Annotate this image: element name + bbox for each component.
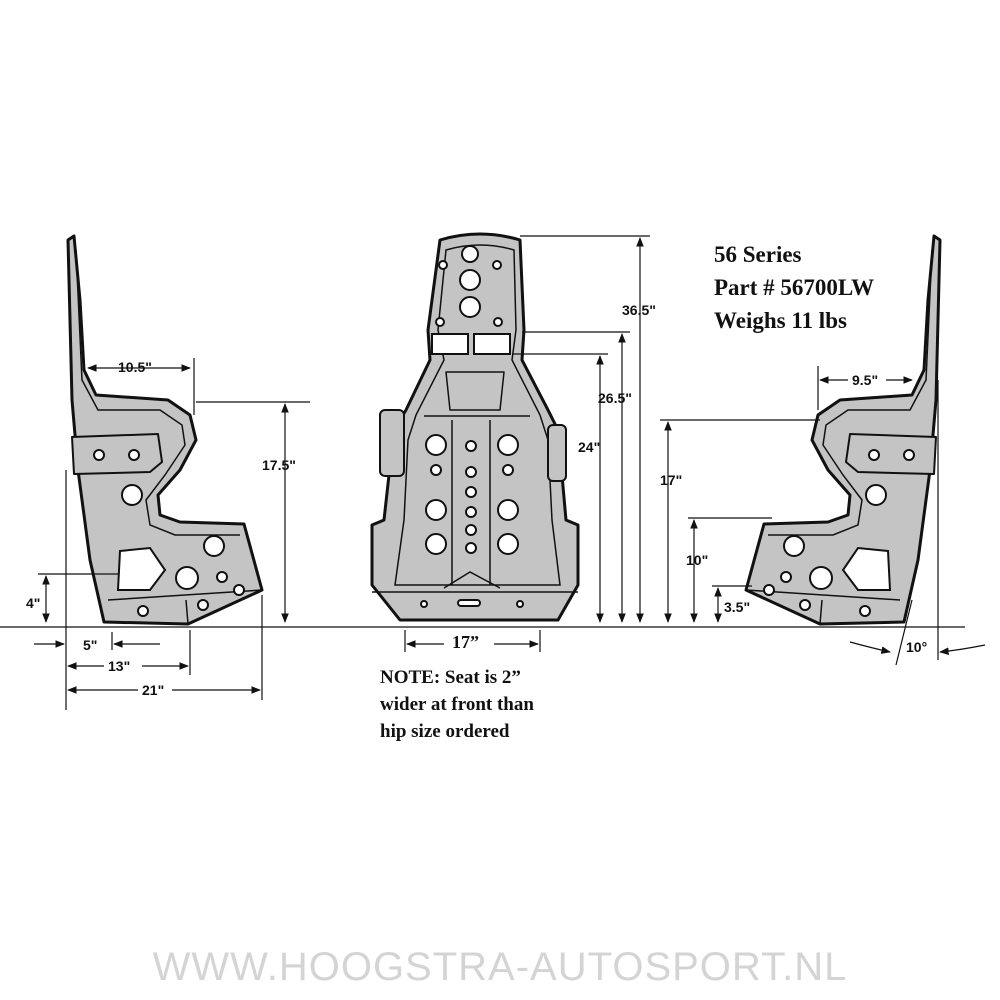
- center-dimensions: 36.5" 26.5" 24" 17”: [404, 235, 656, 652]
- part-number: Part # 56700LW: [714, 275, 874, 300]
- dim-4: 4": [26, 595, 40, 611]
- dim-10: 10": [686, 552, 708, 568]
- dim-9-5: 9.5": [852, 372, 878, 388]
- dim-5: 5": [83, 637, 97, 653]
- watermark: WWW.HOOGSTRA-AUTOSPORT.NL: [153, 945, 848, 989]
- dim-13: 13": [108, 658, 130, 674]
- series-label: 56 Series: [714, 242, 802, 267]
- note-line-2: wider at front than: [380, 694, 534, 715]
- right-dimensions: 9.5" 17" 10" 3.5" 10°: [660, 366, 986, 666]
- note-line-3: hip size ordered: [380, 721, 510, 742]
- left-side-view-seat: [66, 234, 264, 626]
- dim-17-right: 17": [660, 472, 682, 488]
- dim-36-5: 36.5": [622, 302, 656, 318]
- right-side-view-seat: [744, 234, 942, 626]
- dim-21: 21": [142, 682, 164, 698]
- dim-17-5: 17.5": [262, 457, 296, 473]
- dim-26-5: 26.5": [598, 390, 632, 406]
- dim-10-5: 10.5": [118, 359, 152, 375]
- center-front-view-seat: [370, 232, 580, 622]
- weight-label: Weighs 11 lbs: [714, 308, 847, 333]
- dim-10-degrees: 10°: [906, 639, 927, 655]
- dim-24: 24": [578, 439, 600, 455]
- dim-3-5: 3.5": [724, 599, 750, 615]
- note-line-1: NOTE: Seat is 2”: [380, 667, 521, 688]
- dim-17-width: 17”: [452, 632, 479, 652]
- left-dimensions: 10.5" 17.5" 4" 5" 13" 21": [26, 358, 310, 710]
